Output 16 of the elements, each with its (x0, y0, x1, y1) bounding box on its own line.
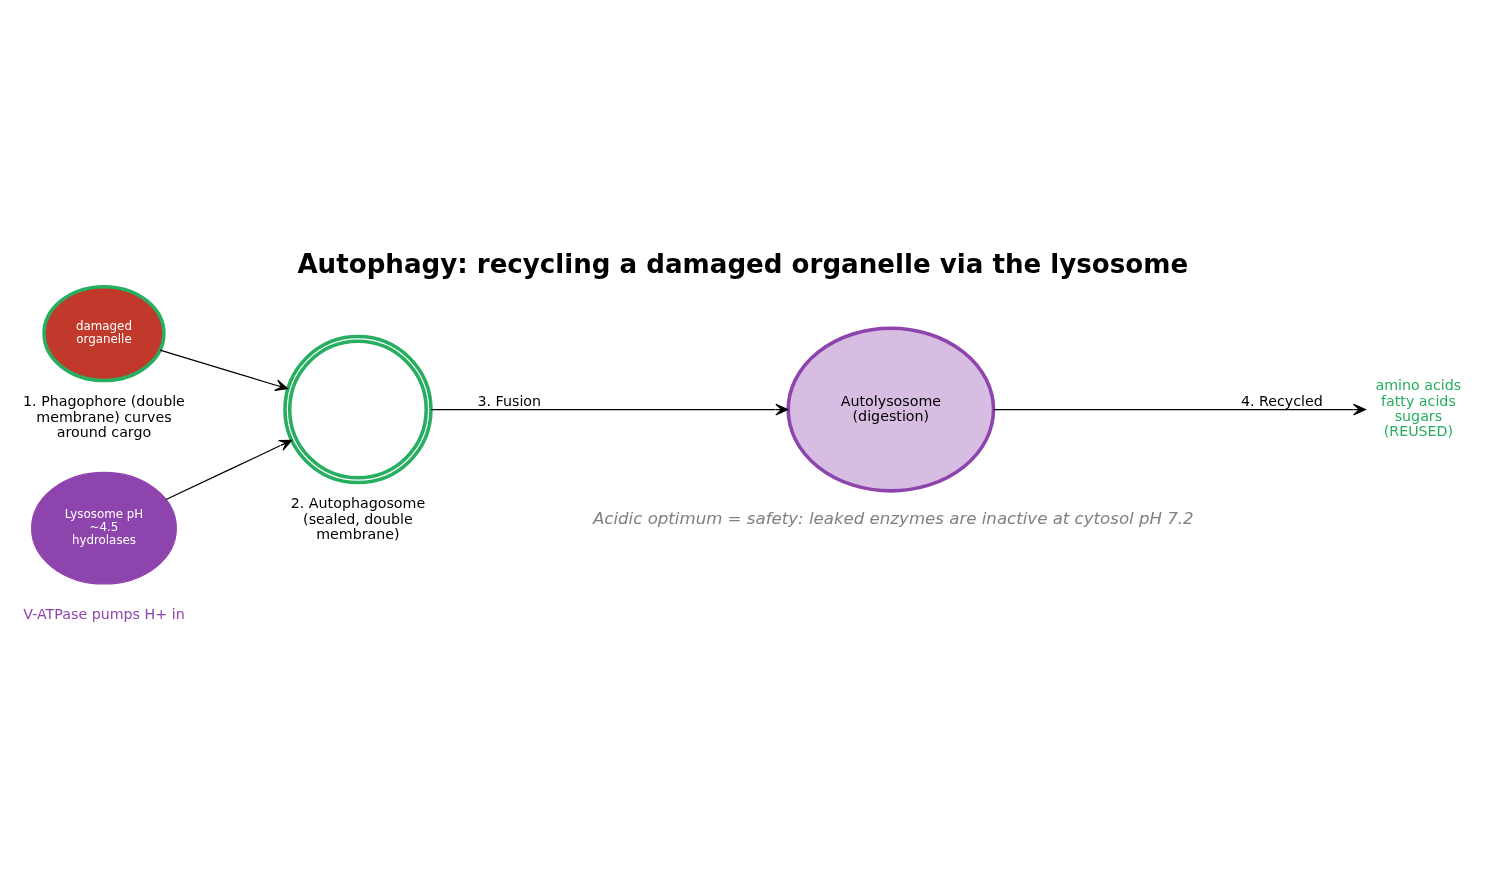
diagram-title: Autophagy: recycling a damaged organelle via the lysosome (297, 248, 1189, 279)
arrow (993, 403, 1367, 415)
caption: Acidic optimum = safety: leaked enzymes are inactive at cytosol pH 7.2 (592, 508, 1194, 528)
node-label: V-ATPase pumps H+ in (23, 605, 185, 622)
edge-label: 4. Recycled (1240, 392, 1323, 409)
node-circle (283, 334, 433, 484)
node-text: amino acids fatty acids sugars (REUSED) (1375, 376, 1462, 439)
node-label: 1. Phagophore (double membrane) curves around cargo (23, 392, 185, 440)
node-ellipse: damaged organelle (42, 284, 166, 382)
edge-label: 3. Fusion (477, 392, 542, 409)
arrow (165, 439, 293, 500)
arrow (159, 349, 289, 391)
node-ellipse: Lysosome pH ~4.5 hydrolases (31, 471, 177, 585)
node-ellipse: Autolysosome (digestion) (786, 326, 996, 493)
node-label: 2. Autophagosome (sealed, double membrane) (290, 494, 426, 542)
arrow (430, 403, 789, 415)
